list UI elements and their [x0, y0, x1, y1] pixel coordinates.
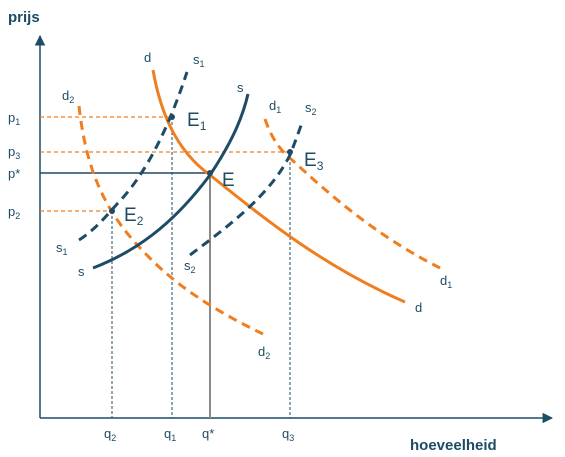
demand-d1-curve	[263, 118, 441, 270]
label-d1-top: d1	[269, 98, 281, 115]
label-s-top: s	[237, 80, 244, 95]
point-E: E	[207, 170, 235, 191]
label-s2-top: s2	[305, 100, 317, 117]
svg-text:E1: E1	[187, 110, 207, 133]
tick-p3: p3	[8, 144, 20, 161]
label-d2-bottom: d2	[258, 344, 270, 361]
x-axis-title: hoeveelheid	[410, 437, 497, 454]
point-E2: E2	[109, 205, 144, 228]
tick-p1: p1	[8, 110, 20, 127]
svg-text:E3: E3	[304, 150, 324, 173]
y-axis-title: prijs	[8, 9, 40, 26]
svg-text:E: E	[222, 170, 235, 191]
label-d1-bottom: d1	[440, 273, 452, 290]
label-s-bottom: s	[78, 264, 85, 279]
tick-q3: q3	[282, 426, 294, 443]
demand-d-curve	[151, 69, 406, 304]
tick-q1: q1	[164, 426, 176, 443]
tick-qstar: q*	[202, 426, 214, 441]
label-s1-bottom: s1	[56, 240, 68, 257]
point-E1: E1	[169, 110, 207, 133]
tick-pstar: p*	[8, 166, 20, 181]
label-d-top: d	[144, 50, 151, 65]
tick-p2: p2	[8, 204, 20, 221]
svg-text:E2: E2	[124, 205, 144, 228]
supply-s-curve	[92, 93, 250, 270]
point-E3: E3	[287, 149, 324, 173]
label-d-bottom: d	[415, 300, 422, 315]
supply-s1-curve	[78, 71, 189, 242]
supply-s2-curve	[189, 119, 305, 257]
tick-q2: q2	[104, 426, 116, 443]
label-s2-bottom: s2	[184, 258, 196, 275]
label-d2-top: d2	[62, 88, 74, 105]
label-s1-top: s1	[193, 52, 205, 69]
